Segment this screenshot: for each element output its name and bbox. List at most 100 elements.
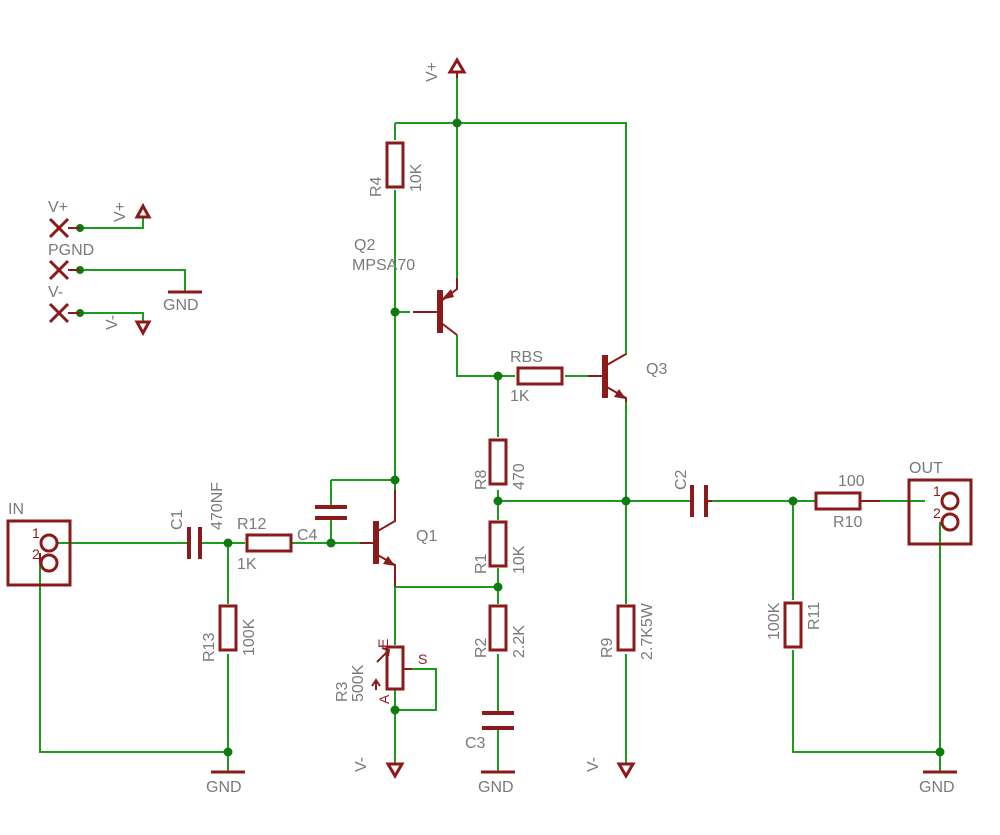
resistor-icon (488, 520, 508, 568)
q3-name: Q3 (646, 361, 667, 378)
gnd-in-label: GND (206, 779, 242, 796)
transistor-q1: Q1 (360, 490, 437, 587)
q2-name: Q2 (354, 237, 375, 254)
rbs-name: RBS (510, 349, 543, 366)
capacitor-c3: C3 (465, 711, 514, 752)
vminus-q1-supply: V- (353, 757, 405, 779)
legend-vplus-label: V+ (48, 199, 68, 216)
adjust-arrow-icon (376, 647, 391, 663)
r1-name: R1 (473, 553, 490, 574)
resistor-r8: R8 470 (473, 438, 528, 490)
transistor-q3: Q3 (588, 353, 667, 402)
connector-in: IN 1 2 (6, 501, 72, 587)
resistor-r2: R2 2.2K (473, 604, 528, 658)
resistor-r11: 100K R11 (766, 601, 823, 649)
out-pin-2: 2 (933, 505, 941, 521)
resistor-r12: R12 1K (237, 516, 293, 573)
resistor-icon (245, 533, 293, 553)
legend-gnd-label: GND (163, 297, 199, 314)
legend-vplus-net-label: V+ (112, 202, 129, 222)
resistor-r4: R4 10K (368, 141, 425, 197)
gnd-in: GND (206, 770, 245, 796)
vminus-arrow-icon (385, 762, 405, 779)
vminus-q3-supply: V- (585, 757, 636, 779)
pnp-transistor-icon (413, 278, 458, 336)
r12-name: R12 (237, 516, 266, 533)
vplus-net-label: V+ (424, 62, 441, 82)
resistor-r9: R9 2.7K5W (599, 602, 656, 660)
connector-out: OUT 1 2 (907, 460, 973, 546)
r10-name: R10 (833, 514, 862, 531)
capacitor-c1: C1 470NF (169, 482, 226, 559)
r11-value: 100K (766, 602, 783, 640)
vplus-supply-icon (134, 202, 152, 219)
rbs-value: 1K (510, 388, 530, 405)
gnd-c3-label: GND (478, 779, 514, 796)
resistor-r1: R1 10K (473, 520, 528, 574)
r3-name: R3 (334, 681, 351, 702)
r3-pin-s: S (418, 651, 427, 667)
capacitor-icon (187, 527, 202, 559)
vminus-arrow-icon (616, 762, 636, 779)
resistor-icon (783, 601, 803, 649)
capacitor-icon (315, 505, 347, 520)
r13-value: 100K (241, 618, 258, 656)
r12-value: 1K (237, 556, 257, 573)
in-pin-2: 2 (32, 546, 40, 562)
out-pin-1: 1 (933, 483, 941, 499)
r10-value: 100 (838, 473, 865, 490)
q1-name: Q1 (416, 528, 437, 545)
r4-value: 10K (408, 163, 425, 192)
r8-name: R8 (473, 469, 490, 490)
q2-value: MPSA70 (352, 257, 415, 274)
r9-name: R9 (599, 637, 616, 658)
capacitor-icon (690, 485, 708, 517)
wiper-arrow-icon (371, 678, 381, 690)
transistor-q2: Q2 MPSA70 (352, 237, 458, 336)
resistor-icon (814, 491, 862, 511)
c1-name: C1 (169, 509, 186, 530)
r2-value: 2.2K (511, 625, 528, 658)
in-name: IN (8, 501, 24, 518)
legend-vminus-label: V- (48, 284, 63, 301)
connector-icon (6, 519, 72, 587)
vminus-pin-icon (48, 302, 70, 324)
resistor-icon (488, 604, 508, 652)
vplus-pin-icon (48, 217, 70, 239)
vplus-arrow-icon (447, 57, 467, 74)
in-pin-1: 1 (32, 525, 40, 541)
resistor-icon (516, 366, 564, 386)
gnd-out: GND (919, 770, 957, 796)
r1-value: 10K (511, 545, 528, 574)
resistor-icon (385, 141, 405, 189)
junctions (76, 118, 945, 757)
r3-pin-e: E (375, 639, 391, 648)
npn-transistor-icon (588, 353, 627, 402)
out-name: OUT (909, 460, 943, 477)
resistor-icon (218, 604, 238, 652)
vminus-supply-icon (134, 320, 152, 337)
npn-transistor-icon (360, 490, 396, 587)
vminus-q3-label: V- (585, 757, 602, 772)
capacitor-icon (482, 711, 514, 730)
resistor-r13: R13 100K (201, 604, 258, 662)
vminus-q1-label: V- (353, 757, 370, 772)
r3-pin-a: A (376, 694, 392, 704)
gnd-c3: GND (478, 770, 515, 796)
pgnd-pin-icon (48, 259, 70, 281)
connector-icon (907, 478, 973, 546)
resistor-rbs: RBS 1K (510, 349, 564, 405)
r4-name: R4 (368, 176, 385, 197)
wires (39, 78, 941, 772)
r9-value: 2.7K5W (639, 602, 656, 660)
power-legend: V+ PGND V- V+ GND V- (48, 199, 202, 337)
gnd-out-label: GND (919, 779, 955, 796)
r2-name: R2 (473, 637, 490, 658)
legend-vminus-net-label: V- (104, 315, 121, 330)
c1-value: 470NF (209, 482, 226, 530)
r11-name: R11 (806, 602, 823, 630)
capacitor-c4: C4 (297, 505, 347, 544)
c3-name: C3 (465, 735, 486, 752)
potentiometer-r3: E S A R3 500K (334, 639, 427, 704)
